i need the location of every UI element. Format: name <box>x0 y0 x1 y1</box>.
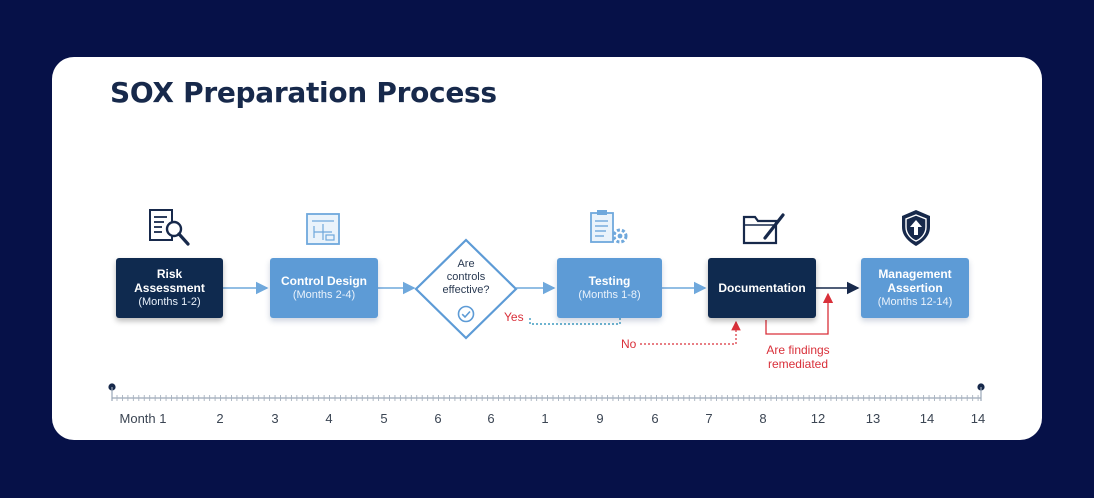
timeline-label: 7 <box>705 411 713 426</box>
timeline-label: 9 <box>596 411 604 426</box>
page-title: SOX Preparation Process <box>110 76 497 109</box>
step-risk-assessment-months: (Months 1-2) <box>138 296 201 308</box>
timeline-label: 12 <box>810 411 826 426</box>
no-connector <box>640 320 741 345</box>
shield-arrow-icon <box>902 210 930 246</box>
no-label: No <box>621 337 637 351</box>
timeline-label: 4 <box>325 411 333 426</box>
step-testing-months: (Months 1-8) <box>578 289 641 301</box>
timeline-label: 1 <box>541 411 549 426</box>
step-testing-label: Testing <box>588 274 631 288</box>
yes-label: Yes <box>504 310 524 324</box>
blueprint-icon <box>306 213 340 245</box>
step-risk-assessment: Risk Assessment (Months 1-2) <box>116 258 223 318</box>
diagram-card <box>52 57 1042 440</box>
timeline-label: 6 <box>434 411 442 426</box>
decision-question: Are controls effective? <box>442 258 490 296</box>
timeline-label: 13 <box>865 411 881 426</box>
remediation-question: Are findings remediated <box>766 343 830 371</box>
step-management-assertion-label: Management Assertion <box>878 267 952 295</box>
step-control-design-months: (Months 2-4) <box>292 289 356 301</box>
step-documentation-label: Documentation <box>718 281 806 295</box>
timeline-label: 6 <box>651 411 659 426</box>
remediation-connector <box>765 292 834 335</box>
checklist-gear-icon <box>590 210 628 244</box>
timeline-label: 14 <box>970 411 986 426</box>
step-documentation: Documentation <box>708 258 816 318</box>
timeline-label: 2 <box>216 411 224 426</box>
timeline <box>108 383 985 401</box>
decision-diamond <box>414 238 518 340</box>
step-risk-assessment-label: Risk Assessment <box>134 267 205 295</box>
yes-loop-connector <box>529 318 621 325</box>
report-search-icon <box>149 209 190 246</box>
timeline-label: 8 <box>759 411 767 426</box>
timeline-label: 3 <box>271 411 279 426</box>
timeline-label: 6 <box>487 411 495 426</box>
step-control-design-label: Control Design <box>281 274 367 288</box>
folder-pen-icon <box>742 213 785 245</box>
step-management-assertion: Management Assertion (Months 12-14) <box>861 258 969 318</box>
timeline-label: 14 <box>919 411 935 426</box>
check-circle-icon <box>457 305 475 323</box>
step-control-design: Control Design (Months 2-4) <box>270 258 378 318</box>
timeline-label: 5 <box>380 411 388 426</box>
timeline-label: Month 1 <box>119 411 167 426</box>
step-testing: Testing (Months 1-8) <box>557 258 662 318</box>
step-management-assertion-months: (Months 12-14) <box>877 296 953 308</box>
